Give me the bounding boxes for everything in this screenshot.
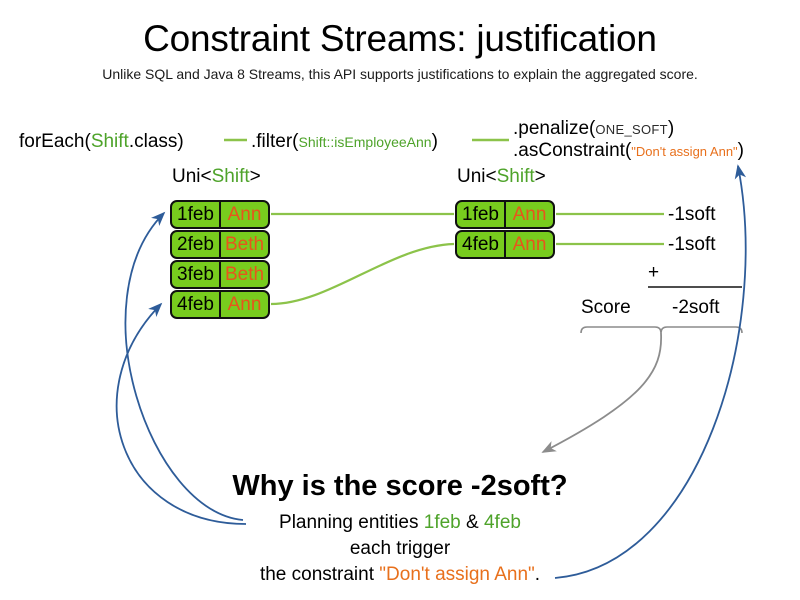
- score-label: Score: [581, 297, 631, 318]
- stream-label-left-prefix: Uni<: [172, 166, 212, 187]
- penalize-row: .penalize(ONE_SOFT): [513, 118, 744, 140]
- justification-entity-a: 1feb: [423, 512, 461, 533]
- as-constraint-tail: ): [737, 139, 744, 161]
- pipeline-step-foreach: forEach(Shift.class): [19, 131, 184, 153]
- shift-card-employee: Beth: [224, 264, 265, 285]
- pipeline-step-terminal: .penalize(ONE_SOFT) .asConstraint("Don't…: [513, 118, 744, 162]
- penalize-method: .penalize(: [513, 118, 596, 139]
- shift-card-date: 4feb: [172, 292, 221, 317]
- justification-line3-suffix: .: [534, 564, 541, 585]
- stream-label-left: Uni<Shift>: [172, 166, 261, 188]
- score-sum-operator: +: [648, 262, 660, 283]
- shift-card-date: 1feb: [457, 202, 506, 227]
- justification-heading: Why is the score -2soft?: [232, 470, 568, 502]
- score-total: -2soft: [672, 297, 720, 318]
- stream-edge-4feb: [270, 242, 455, 306]
- score-brace: [580, 326, 743, 334]
- page-title: Constraint Streams: justification: [143, 18, 657, 59]
- shift-card-employee: Ann: [512, 204, 547, 225]
- shift-card: 4feb Ann: [170, 290, 270, 319]
- filter-arg-ref: Shift::isEmployeeAnn: [298, 134, 432, 150]
- foreach-arg-tail: .class): [128, 131, 184, 152]
- stream-label-right-type: Shift: [496, 166, 535, 187]
- shift-card: 2feb Beth: [170, 230, 270, 259]
- justification-entity-b: 4feb: [483, 512, 521, 533]
- justification-line-3: the constraint "Don't assign Ann".: [0, 564, 800, 586]
- justification-line1-prefix: Planning entities: [279, 512, 424, 533]
- shift-card-date: 1feb: [172, 202, 221, 227]
- score-impact: -1soft: [668, 234, 716, 255]
- justification-line-1: Planning entities 1feb & 4feb: [0, 512, 800, 534]
- shift-card-employee: Ann: [227, 204, 262, 225]
- shift-card-employee: Beth: [224, 234, 265, 255]
- filter-method: .filter(: [251, 131, 299, 152]
- score-impact: -1soft: [668, 204, 716, 225]
- justification-line3-prefix: the constraint: [259, 564, 380, 585]
- shift-card-employee: Ann: [512, 234, 547, 255]
- shift-card-employee: Ann: [227, 294, 262, 315]
- justification-constraint-name: "Don't assign Ann": [379, 564, 535, 585]
- foreach-arg-type: Shift: [90, 131, 129, 152]
- shift-card: 3feb Beth: [170, 260, 270, 289]
- stream-label-left-type: Shift: [211, 166, 250, 187]
- foreach-method: forEach(: [19, 131, 91, 152]
- filter-arg-tail: ): [431, 131, 438, 152]
- shift-card: 1feb Ann: [170, 200, 270, 229]
- stream-label-right-prefix: Uni<: [457, 166, 497, 187]
- shift-card: 4feb Ann: [455, 230, 555, 259]
- as-constraint-string: "Don't assign Ann": [631, 143, 738, 159]
- score-explanation-arrow: [541, 332, 662, 453]
- stream-label-right-suffix: >: [534, 166, 546, 187]
- as-constraint-row: .asConstraint("Don't assign Ann"): [513, 140, 744, 162]
- pipeline-step-filter: .filter(Shift::isEmployeeAnn): [251, 131, 438, 153]
- shift-card-date: 3feb: [172, 262, 221, 287]
- page-subtitle: Unlike SQL and Java 8 Streams, this API …: [102, 66, 698, 82]
- penalize-tail: ): [667, 118, 675, 139]
- stream-label-right: Uni<Shift>: [457, 166, 546, 188]
- shift-card-date: 2feb: [172, 232, 221, 257]
- stream-label-left-suffix: >: [249, 166, 261, 187]
- as-constraint-method: .asConstraint(: [513, 139, 632, 161]
- shift-card-date: 4feb: [457, 232, 506, 257]
- justification-line1-amp: &: [460, 512, 484, 533]
- penalize-const: ONE_SOFT: [595, 122, 668, 137]
- justification-line-2: each trigger: [349, 538, 451, 559]
- shift-card: 1feb Ann: [455, 200, 555, 229]
